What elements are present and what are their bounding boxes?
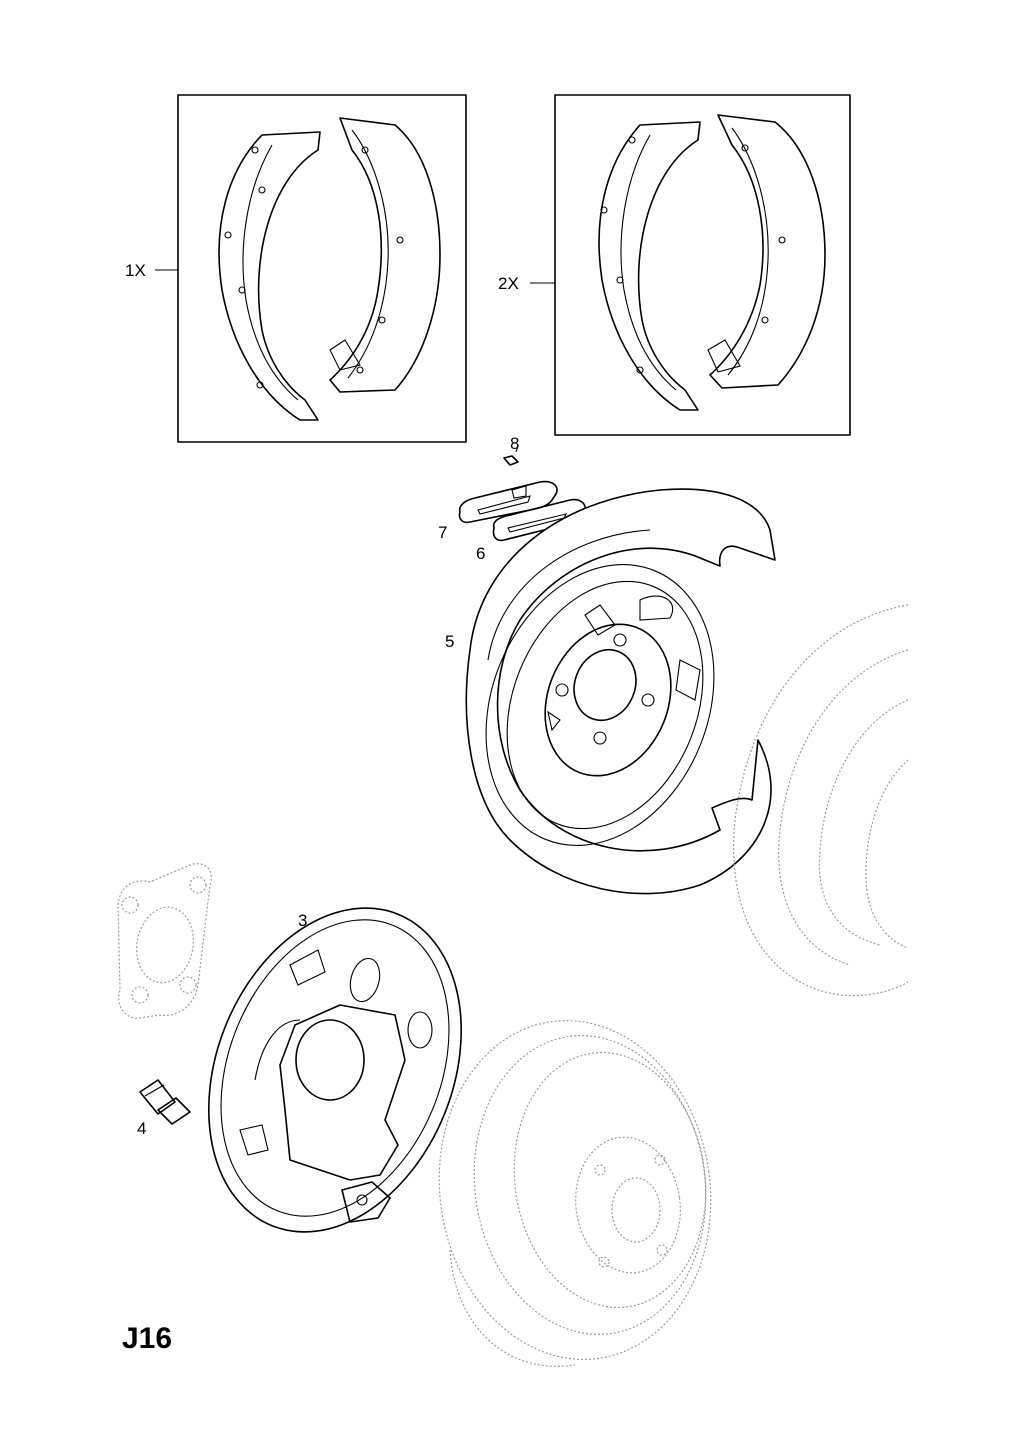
ghost-drum-upper — [733, 604, 909, 997]
callout-part-3: 3 — [298, 911, 308, 930]
callout-part-7: 7 — [438, 523, 448, 542]
brake-shoe-left-2 — [598, 121, 701, 411]
anchor-plate-part-3 — [207, 907, 463, 1233]
page-code: J16 — [122, 1322, 173, 1355]
callout-part-6: 6 — [476, 544, 486, 563]
brake-shoe-right-2 — [707, 114, 826, 389]
ghost-drum-lower — [438, 1020, 712, 1367]
cover-plate-part-7 — [458, 480, 558, 524]
screw-part-8 — [503, 445, 519, 466]
dust-shield-part-5 — [465, 488, 776, 895]
callout-kit-2: 2X — [498, 274, 519, 293]
brake-shoe-right — [329, 117, 441, 393]
brake-shoe-kit-1-box — [155, 94, 467, 443]
bolt-part-4 — [139, 1079, 191, 1125]
ghost-mounting-gasket — [117, 863, 212, 1019]
callout-kit-1: 1X — [125, 261, 146, 280]
callout-part-5: 5 — [445, 632, 455, 651]
brake-shoe-left — [218, 131, 321, 421]
callout-part-4: 4 — [137, 1119, 147, 1138]
callout-part-8: 8 — [510, 434, 520, 453]
brake-shoe-kit-2-box — [530, 94, 851, 436]
